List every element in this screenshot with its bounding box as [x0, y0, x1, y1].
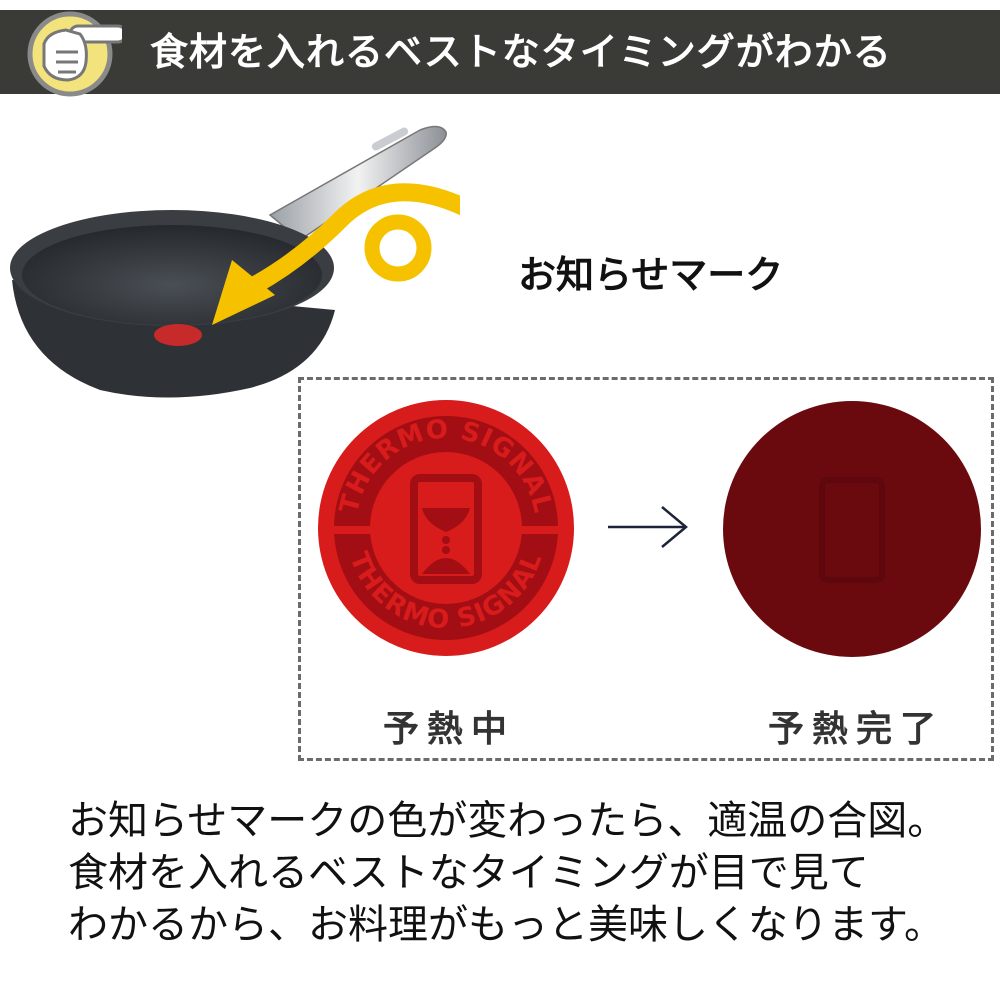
description: お知らせマークの色が変わったら、適温の合図。 食材を入れるベストなタイミングが目… [68, 795, 968, 951]
header-title: 食材を入れるベストなタイミングがわかる [150, 30, 892, 74]
description-line: 食材を入れるベストなタイミングが目で見て [68, 850, 869, 896]
comparison-box [298, 377, 994, 761]
thermo-signal-after-icon [723, 401, 981, 657]
description-line: お知らせマークの色が変わったら、適温の合図。 [68, 798, 948, 844]
state-label-preheating: 予熱中 [383, 709, 516, 750]
thermo-signal-before-icon: THERMO SIGNAL THERMO SIGNAL [318, 400, 574, 656]
mark-label: お知らせマーク [518, 253, 784, 297]
description-line: わかるから、お料理がもっと美味しくなります。 [68, 902, 944, 948]
header-bar [0, 10, 1000, 94]
state-label-preheated: 予熱完了 [768, 709, 945, 750]
right-arrow-icon [608, 506, 688, 548]
pointing-hand-icon [27, 11, 122, 97]
frying-pan-image [10, 125, 460, 398]
